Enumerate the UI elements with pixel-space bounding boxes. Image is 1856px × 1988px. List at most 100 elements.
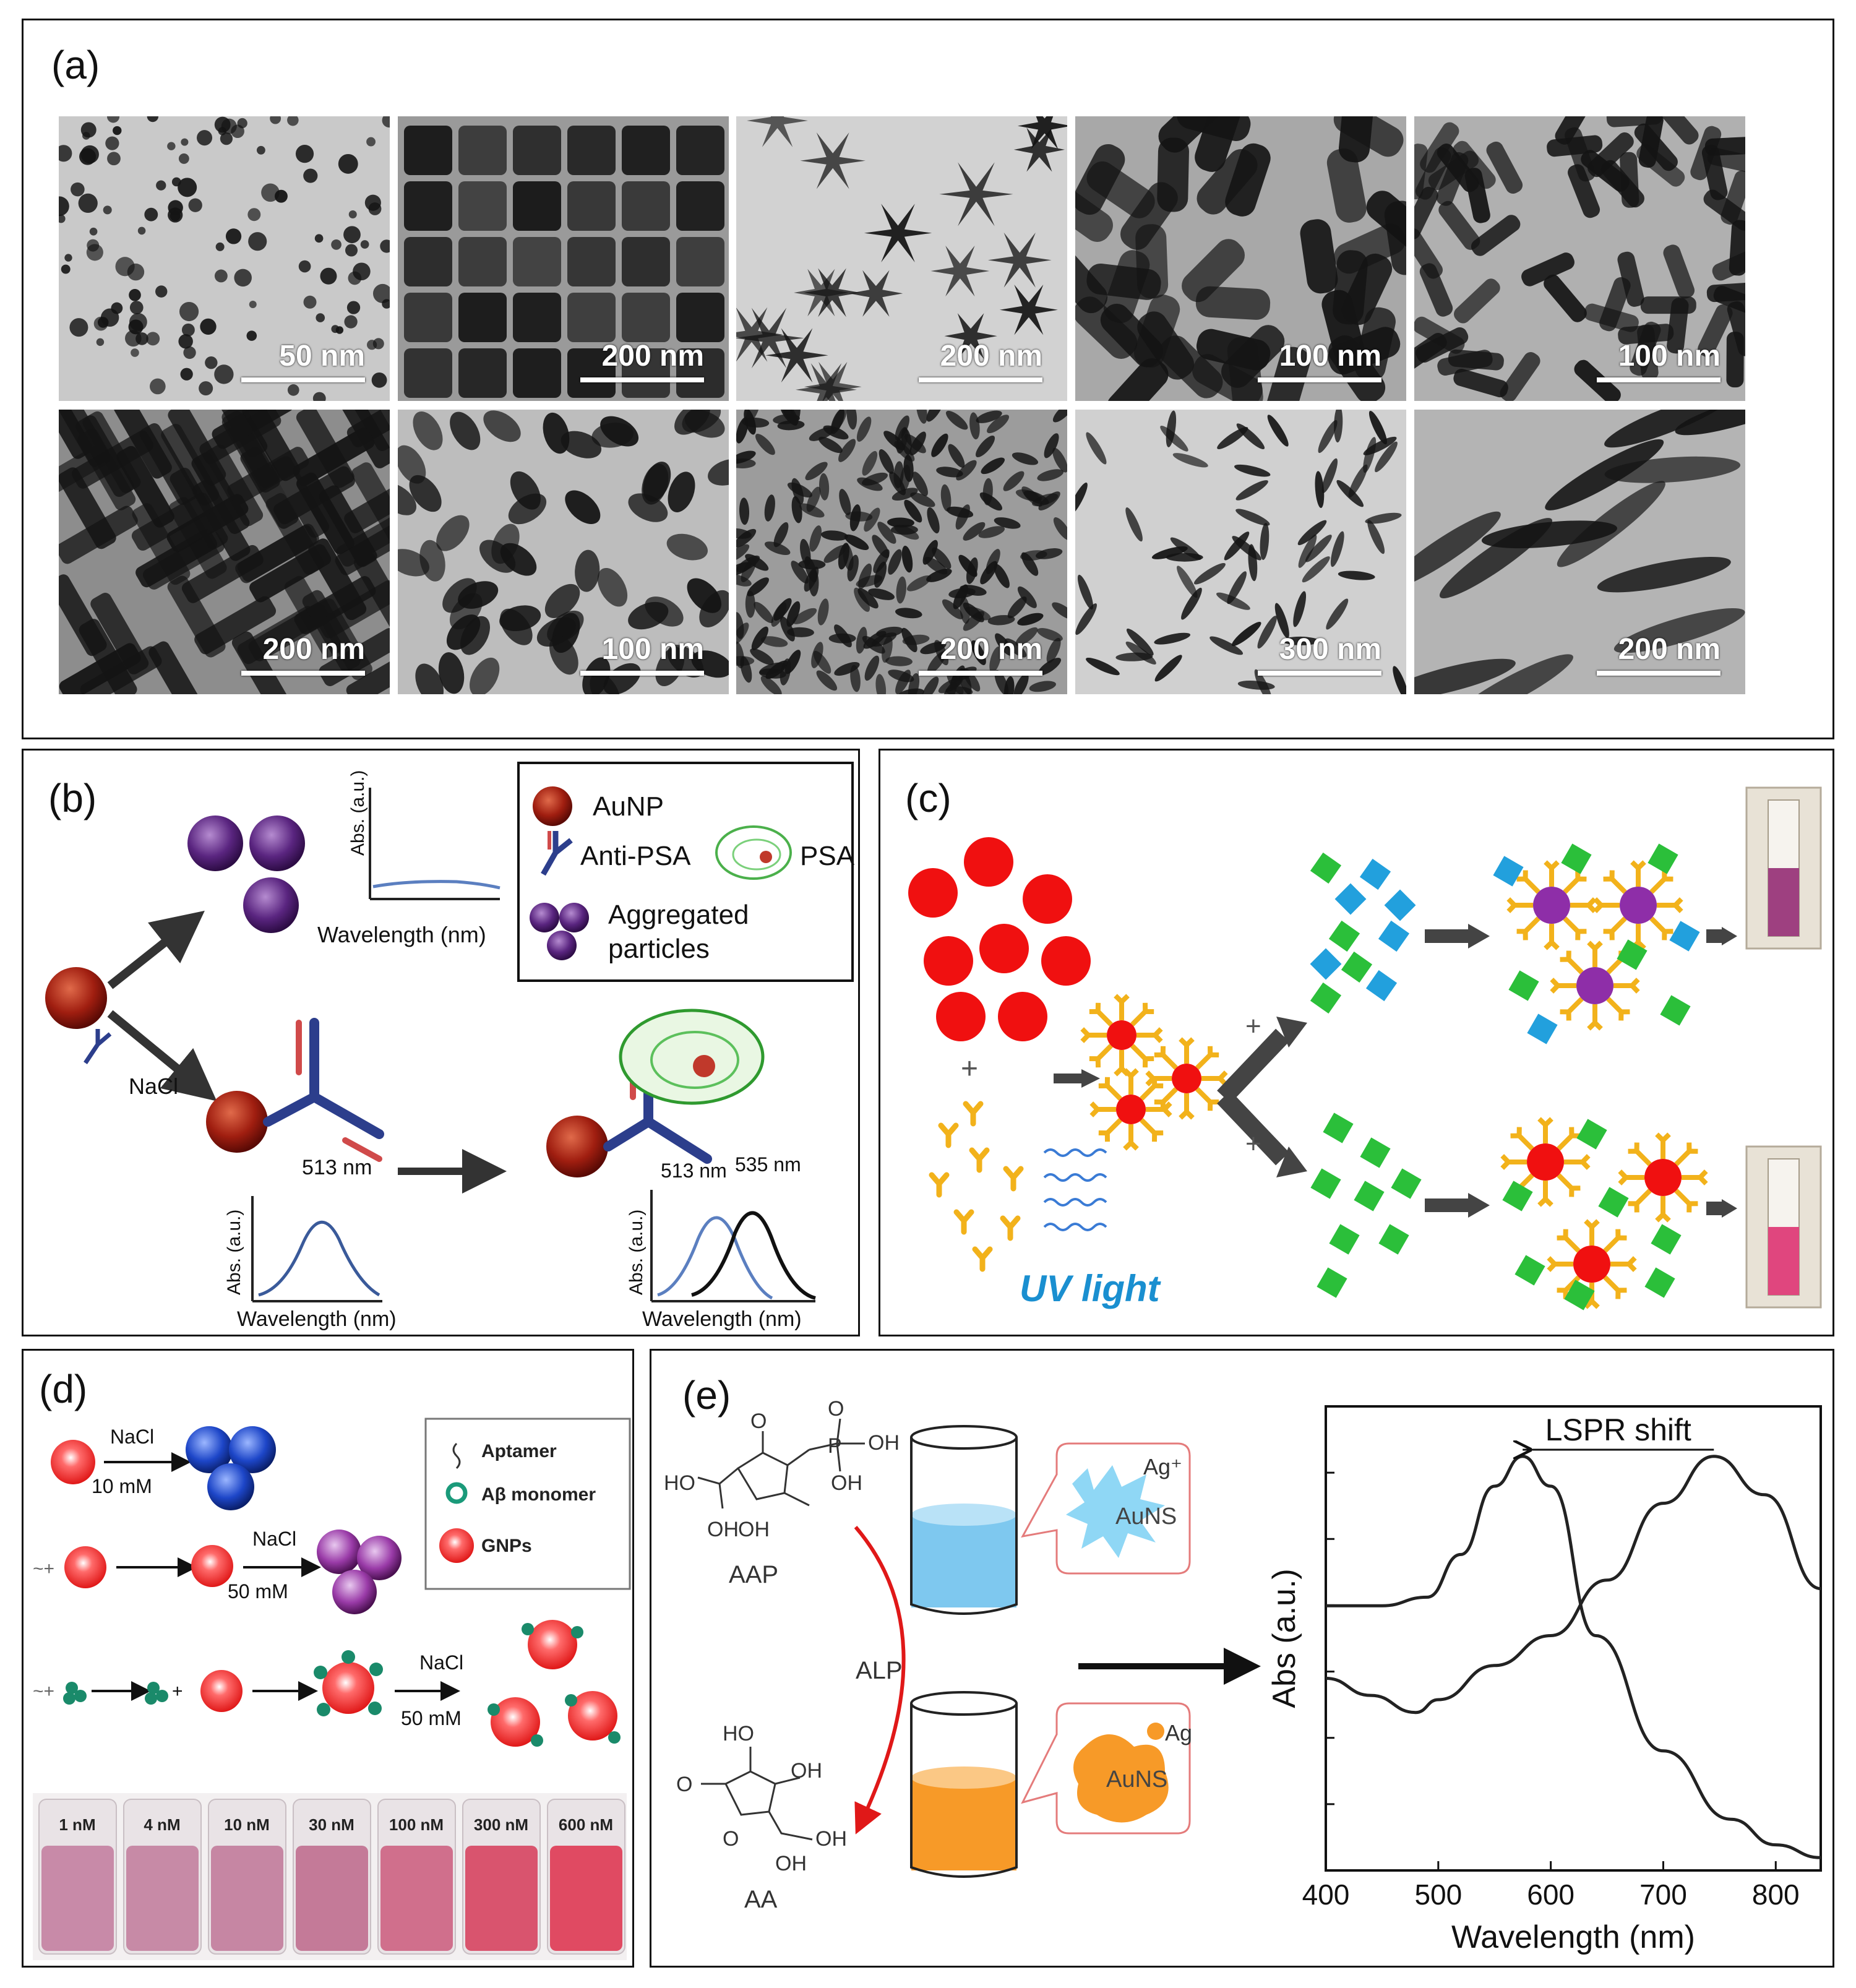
aunp-red (1041, 936, 1091, 986)
alp-label: ALP (856, 1657, 903, 1684)
lspr-shift-label: LSPR shift (1545, 1413, 1691, 1447)
svg-text:OH: OH (831, 1471, 862, 1495)
scale-bar-label: 200 nm (940, 633, 1042, 666)
svg-text:~+: ~+ (33, 1559, 54, 1579)
aunp-start (45, 967, 107, 1029)
svg-text:OH: OH (791, 1759, 822, 1783)
vial-label: 600 nM (559, 1815, 613, 1834)
antibody-conjugate (1618, 1132, 1708, 1223)
ag-label: Ag (1165, 1720, 1192, 1745)
aunp-red (908, 868, 958, 918)
nacl-label-b: NaCl (129, 1074, 178, 1099)
tem-image-5: 100 nm (1414, 116, 1745, 401)
vial-label: 10 nM (224, 1815, 270, 1834)
svg-text:Abs. (a.u.): Abs. (a.u.) (626, 1210, 647, 1295)
conc-10: 10 mM (92, 1475, 152, 1497)
tem-image-7: 100 nm (398, 410, 729, 694)
spectrum-513-b (657, 1216, 773, 1300)
ag-plus-label: Ag⁺ (1143, 1454, 1182, 1479)
panel-e-label: (e) (682, 1373, 731, 1418)
scale-bar-label: 200 nm (262, 633, 365, 666)
legend-psa-text: PSA (800, 841, 855, 871)
psa-protein (619, 1009, 765, 1105)
panel-c: (c) UV light +++ (879, 749, 1834, 1336)
svg-text:O: O (828, 1397, 844, 1421)
aap-label: AAP (729, 1561, 778, 1588)
svg-text:OH: OH (707, 1518, 739, 1541)
antibody-conjugate (1506, 860, 1597, 950)
arrow-to-aggregation (107, 910, 205, 989)
scale-bar-label: 300 nm (1279, 633, 1381, 666)
panel-a-label: (a) (51, 43, 100, 87)
svg-text:O: O (723, 1827, 739, 1851)
peak-513b-label: 513 nm (661, 1160, 727, 1182)
scale-bar-label: 200 nm (601, 340, 704, 372)
scale-bar-label: 200 nm (1618, 633, 1721, 666)
vial: 100 nM (377, 1799, 456, 1955)
panel-d-diagram: NaCl 10 mM Aptamer Aβ monomer GNPs ~+ Na… (33, 1418, 631, 1960)
svg-text:OH: OH (868, 1431, 900, 1455)
nacl-d2: NaCl (252, 1528, 296, 1550)
svg-text:OH: OH (775, 1852, 807, 1875)
aggregated-particle (243, 877, 299, 933)
svg-text:+: + (1245, 1011, 1261, 1041)
auns-bottom: AuNS (1106, 1766, 1167, 1792)
aunp-red (936, 992, 986, 1041)
svg-text:Abs. (a.u.): Abs. (a.u.) (224, 1210, 244, 1295)
spectrum-line-2 (1325, 1455, 1821, 1715)
panel-b: (b) Abs. (a.u.) Wavelength (nm) (22, 749, 860, 1336)
scale-bar-label: 100 nm (601, 633, 704, 666)
legend-gnps: GNPs (481, 1536, 532, 1556)
antibody-conjugate (1593, 860, 1683, 950)
svg-text:OH: OH (738, 1518, 770, 1541)
antibody-conjugate (1089, 1068, 1172, 1151)
legend-aggregated-line1: Aggregated (608, 900, 749, 930)
panel-d: (d) NaCl 10 mM (22, 1349, 634, 1968)
legend-aggregated-line2: particles (608, 934, 710, 964)
aunp-red (924, 936, 973, 986)
aunp-conjugate-2 (546, 1116, 608, 1177)
panel-c-diagram: UV light +++ (908, 786, 1822, 1310)
svg-text:OH: OH (815, 1827, 847, 1851)
vial-label: 4 nM (144, 1815, 180, 1834)
plus-sign: + (961, 1052, 978, 1085)
flat-spectrum (372, 880, 501, 890)
panel-c-shapes: +++ (908, 837, 1737, 1310)
tem-image-3: 200 nm (736, 116, 1067, 401)
y-axis-label: Abs (a.u.) (1266, 1568, 1302, 1708)
alp-arrow (854, 1526, 906, 1835)
x-tick-label: 700 (1639, 1878, 1687, 1911)
antibody-conjugate (1080, 994, 1163, 1077)
scale-bar-label: 50 nm (279, 340, 365, 372)
x-tick-label: 400 (1302, 1878, 1350, 1911)
aggregated-particle (249, 815, 305, 871)
vial: 300 nM (462, 1799, 541, 1955)
conc-50a: 50 mM (228, 1580, 288, 1603)
legend-antibody-icon (541, 831, 573, 876)
beaker-orange (910, 1691, 1018, 1878)
scale-bar (580, 671, 704, 676)
svg-text:O: O (750, 1409, 767, 1433)
aa-structure (701, 1747, 813, 1841)
legend-aunp-icon (533, 786, 572, 826)
tem-image-4: 100 nm (1075, 116, 1406, 401)
panel-c-label: (c) (905, 776, 952, 820)
scale-bar (1258, 377, 1381, 382)
tem-image-8: 200 nm (736, 410, 1067, 694)
legend-psa-icon (715, 825, 792, 880)
wavelength-label-top: Wavelength (nm) (317, 922, 486, 947)
scale-bar (241, 671, 365, 676)
scale-bar (919, 377, 1042, 382)
aggregated-particle (187, 815, 243, 871)
panel-d-label: (d) (39, 1367, 88, 1411)
legend-aggregated-icon (559, 903, 589, 932)
x-axis-label: Wavelength (nm) (1451, 1919, 1695, 1955)
scale-bar (1258, 671, 1381, 676)
legend-aggregated-icon (530, 903, 559, 932)
aunp-red (998, 992, 1047, 1041)
vial: 30 nM (293, 1799, 371, 1955)
scale-bar-label: 100 nm (1279, 340, 1381, 372)
auns-top: AuNS (1115, 1504, 1177, 1530)
peak-513-label: 513 nm (302, 1156, 372, 1179)
